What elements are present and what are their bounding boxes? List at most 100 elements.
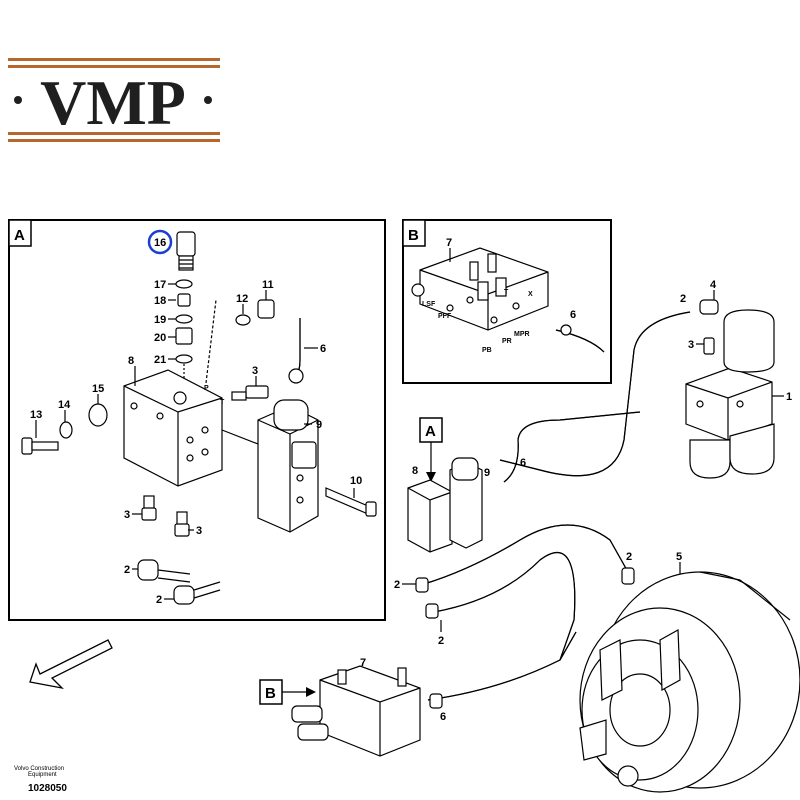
callout-16: 16 bbox=[154, 237, 166, 249]
part-20-plug bbox=[175, 327, 193, 345]
hose-2-long-inner bbox=[499, 311, 691, 477]
callout-7-d: 7 bbox=[360, 657, 366, 669]
hose-6-c-inner bbox=[503, 411, 641, 483]
part-12-oring bbox=[235, 314, 251, 326]
logo-band-top-2 bbox=[8, 65, 220, 68]
callout-2-f: 2 bbox=[626, 551, 632, 563]
callout-6-b: 6 bbox=[570, 309, 576, 321]
leader-line bbox=[221, 429, 259, 445]
hose-6-d-outer bbox=[427, 631, 577, 701]
hose-6-b-fitting bbox=[560, 324, 572, 336]
callout-3-a: 3 bbox=[252, 365, 258, 377]
logo-band-top-1 bbox=[8, 58, 220, 61]
part-3-fitting-right bbox=[174, 511, 190, 537]
arrow-down-icon bbox=[426, 472, 436, 482]
callout-9-a: 9 bbox=[316, 419, 322, 431]
part-2-elbow-b bbox=[173, 581, 221, 605]
part-3-fitting-left bbox=[141, 495, 157, 521]
part-6-fitting-d bbox=[429, 693, 443, 709]
port-label-t: T bbox=[504, 289, 509, 296]
ref-b-letter: B bbox=[265, 685, 276, 702]
callout-10: 10 bbox=[350, 475, 362, 487]
accumulator-top bbox=[723, 309, 775, 373]
callout-18: 18 bbox=[154, 295, 166, 307]
port-label-p: P bbox=[204, 385, 209, 392]
callout-14: 14 bbox=[58, 399, 71, 411]
callout-3-d: 3 bbox=[688, 339, 694, 351]
part-8-valve-block bbox=[123, 369, 223, 487]
drawing-code: 1028050 bbox=[28, 783, 67, 794]
part-2-fitting-f bbox=[621, 567, 635, 585]
direction-arrow-icon bbox=[29, 639, 113, 690]
callout-1: 1 bbox=[786, 391, 792, 403]
callout-6-a: 6 bbox=[320, 343, 326, 355]
callout-2-a: 2 bbox=[124, 564, 130, 576]
callout-3-b: 3 bbox=[124, 509, 130, 521]
part-7-manifold-b bbox=[411, 247, 549, 331]
part-9-solenoid bbox=[257, 399, 319, 533]
hose-2-e-outer bbox=[433, 551, 576, 661]
part-8-valve-block-c bbox=[407, 479, 453, 553]
footer-brand-sub: Equipment bbox=[28, 772, 57, 778]
callout-17: 17 bbox=[154, 279, 166, 291]
gear-icon bbox=[204, 96, 212, 104]
part-10-bolt bbox=[325, 487, 377, 517]
part-2-fitting-e bbox=[425, 603, 439, 619]
part-9-solenoid-c bbox=[449, 457, 483, 549]
part-13-bolt bbox=[21, 437, 59, 455]
logo-band-bottom-2 bbox=[8, 139, 220, 142]
callout-8-c: 8 bbox=[412, 465, 418, 477]
callout-3-c: 3 bbox=[196, 525, 202, 537]
hose-2-d-inner bbox=[423, 524, 629, 585]
part-5-motor bbox=[579, 571, 800, 793]
panel-b-letter: B bbox=[408, 227, 419, 244]
port-label-mpr: MPR bbox=[514, 331, 530, 338]
hose-6-d-inner bbox=[427, 631, 577, 701]
panel-a-letter: A bbox=[14, 227, 25, 244]
callout-4: 4 bbox=[710, 279, 717, 291]
callout-11: 11 bbox=[262, 279, 274, 291]
callout-6-c: 6 bbox=[520, 457, 526, 469]
port-label-x: X bbox=[528, 291, 533, 298]
port-label-t: T bbox=[220, 399, 225, 406]
part-21-oring bbox=[175, 354, 193, 364]
part-15-spacer bbox=[88, 403, 108, 427]
callout-2-c: 2 bbox=[680, 293, 686, 305]
callout-13: 13 bbox=[30, 409, 42, 421]
callout-19: 19 bbox=[154, 314, 166, 326]
callout-2-b: 2 bbox=[156, 594, 162, 606]
callout-9-c: 9 bbox=[484, 467, 490, 479]
vmp-logo: VMP bbox=[8, 58, 220, 142]
arrow-right-icon bbox=[306, 687, 316, 697]
callout-8-a: 8 bbox=[128, 355, 134, 367]
callout-5: 5 bbox=[676, 551, 682, 563]
highlight-circle-16 bbox=[147, 229, 173, 255]
part-2-elbow-a bbox=[137, 559, 191, 583]
part-3-fitting-d bbox=[703, 337, 715, 355]
part-16-cartridge bbox=[176, 231, 196, 271]
part-19-oring bbox=[175, 314, 193, 324]
ref-a-letter: A bbox=[425, 423, 436, 440]
panel-b-tag bbox=[402, 219, 426, 247]
panel-b-frame bbox=[402, 219, 612, 384]
callout-20: 20 bbox=[154, 332, 166, 344]
callout-2-d: 2 bbox=[394, 579, 400, 591]
panel-a-tag bbox=[8, 219, 32, 247]
part-17-oring bbox=[175, 279, 193, 289]
hose-2-e-inner bbox=[433, 551, 576, 661]
callout-12: 12 bbox=[236, 293, 248, 305]
hose-6-c-outer bbox=[503, 411, 641, 483]
part-11-plug bbox=[257, 299, 275, 319]
callout-2-e: 2 bbox=[438, 635, 444, 647]
callout-15: 15 bbox=[92, 383, 104, 395]
logo-band-bottom-1 bbox=[8, 132, 220, 135]
logo-text: VMP bbox=[40, 67, 186, 138]
port-label-pff: PFF bbox=[438, 313, 452, 320]
gear-icon bbox=[14, 96, 22, 104]
dashed-link bbox=[205, 299, 217, 384]
part-3-fitting-top bbox=[231, 385, 269, 401]
part-7-manifold-d bbox=[291, 665, 421, 757]
port-label-lsf: LSF bbox=[422, 301, 436, 308]
accumulator-bottom bbox=[689, 423, 775, 479]
